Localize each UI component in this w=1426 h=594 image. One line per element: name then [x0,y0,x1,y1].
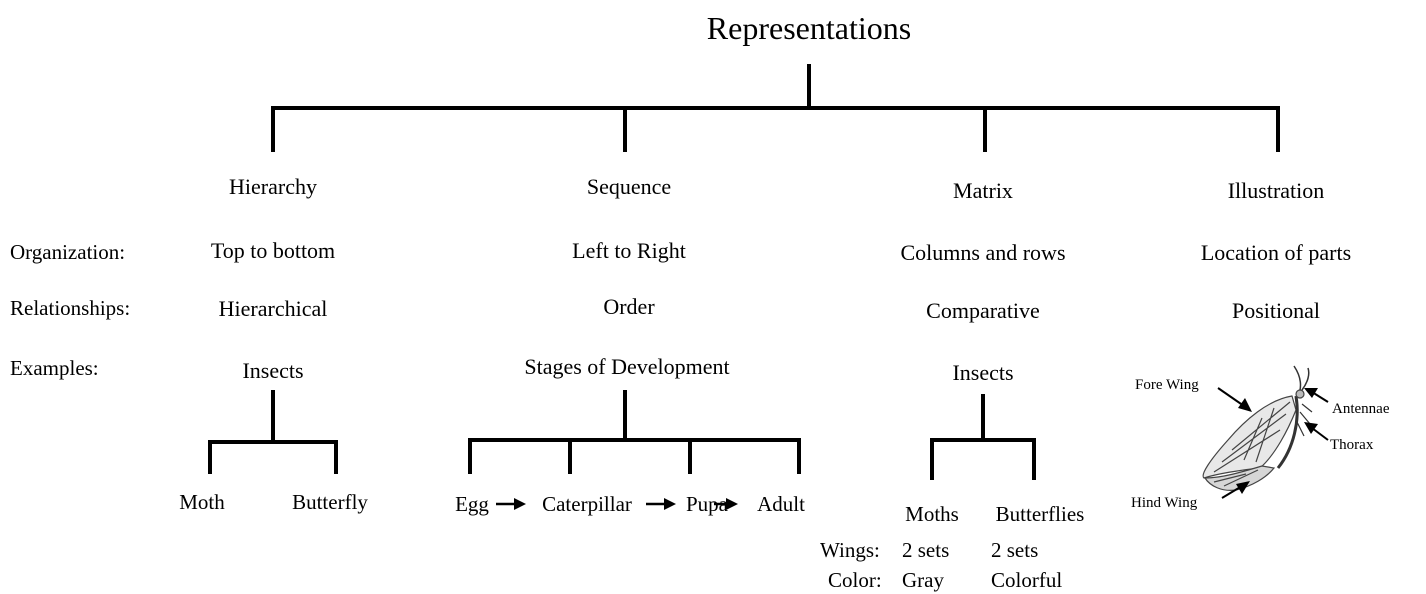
relationship-illustration: Positional [1231,298,1321,323]
illustration-label-thorax: Thorax [1330,437,1374,453]
organization-hierarchy: Top to bottom [210,238,336,263]
example-hierarchy: Insects [242,358,304,383]
matrix-cell-color-butterflies: Colorful [991,568,1063,592]
organization-matrix: Columns and rows [900,240,1066,265]
example-sequence: Stages of Development [524,354,730,379]
relationship-hierarchy: Hierarchical [218,296,328,321]
arrow-antennae-icon [1304,388,1329,403]
arrow-thorax-icon [1304,422,1329,441]
sequence-stage-egg: Egg [455,492,489,516]
butterfly-illustration-icon [1202,365,1313,491]
row-label-organization: Organization: [10,240,126,264]
hierarchy-child-butterfly: Butterfly [292,490,368,514]
heading-matrix: Matrix [953,178,1013,203]
example-matrix: Insects [952,360,1014,385]
hierarchy-child-moth: Moth [179,490,225,514]
sequence-stage-adult: Adult [757,492,805,516]
matrix-column-moths: Moths [905,502,959,526]
heading-sequence: Sequence [586,174,672,199]
heading-hierarchy: Hierarchy [229,174,317,199]
matrix-cell-wings-moths: 2 sets [902,538,950,562]
matrix-cell-color-moths: Gray [902,568,944,592]
matrix-row-label-color: Color: [828,568,882,592]
diagram-title: Representations [706,10,912,46]
matrix-column-butterflies: Butterflies [995,502,1085,526]
arrow-egg-to-caterpillar-icon [496,498,526,510]
arrow-pupa-to-adult-icon [714,498,738,510]
relationship-sequence: Order [603,294,655,319]
organization-sequence: Left to Right [572,238,686,263]
sequence-stage-pupa: Pupa [686,492,728,516]
arrow-fore-wing-icon [1217,387,1252,412]
sequence-stage-caterpillar: Caterpillar [542,492,632,516]
illustration-label-antennae: Antennae [1332,401,1390,417]
matrix-cell-wings-butterflies: 2 sets [991,538,1039,562]
relationship-matrix: Comparative [926,298,1040,323]
illustration-label-fore-wing: Fore Wing [1135,377,1199,393]
heading-illustration: Illustration [1227,178,1325,203]
matrix-row-label-wings: Wings: [820,538,880,562]
arrow-caterpillar-to-pupa-icon [646,498,676,510]
row-label-relationships: Relationships: [10,296,131,320]
illustration-label-hind-wing: Hind Wing [1131,495,1198,511]
organization-illustration: Location of parts [1200,240,1352,265]
row-label-examples: Examples: [10,356,99,380]
arrow-hind-wing-icon [1221,481,1250,499]
